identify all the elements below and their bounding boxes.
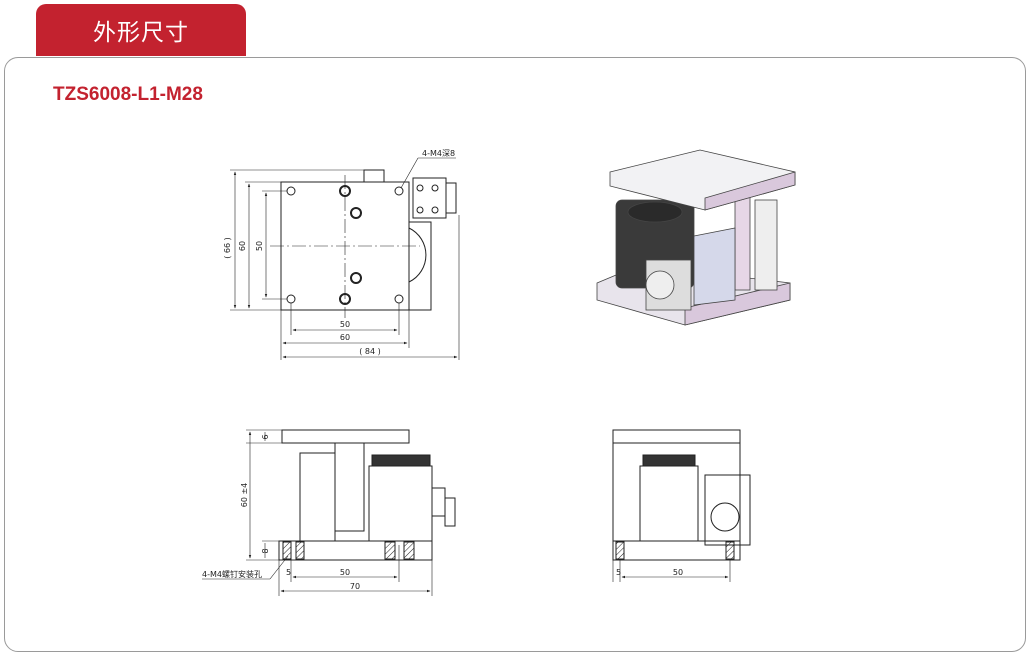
top-callout: 4-M4深8	[422, 149, 455, 158]
side-callout: 4-M4螺钉安装孔	[202, 569, 262, 579]
model-number: TZS6008-L1-M28	[53, 84, 203, 105]
dim-66: ( 66 )	[223, 237, 232, 259]
dim-5: 5	[286, 568, 291, 577]
dim-50-vertical: 50	[255, 241, 264, 251]
side-view-drawing	[202, 429, 456, 596]
dim-6: 6	[261, 434, 270, 439]
front-view-drawing	[612, 429, 751, 582]
section-tab-dimensions[interactable]: 外形尺寸	[36, 4, 246, 56]
dim-60-height: 60 ±4	[240, 483, 249, 508]
dim-70: 70	[350, 582, 360, 591]
dim-84: ( 84 )	[359, 347, 381, 356]
dim-50-side: 50	[340, 568, 350, 577]
tab-title: 外形尺寸	[93, 20, 189, 46]
mounting-holes	[286, 184, 439, 305]
dim-8: 8	[261, 548, 270, 553]
front-dim-5: 5	[616, 568, 621, 577]
isometric-render	[596, 149, 796, 326]
front-dim-50: 50	[673, 568, 683, 577]
dim-60-horizontal: 60	[340, 333, 350, 342]
content-panel	[4, 57, 1026, 652]
dim-60-vertical: 60	[238, 241, 247, 251]
top-view-drawing	[230, 157, 460, 360]
dim-50-horizontal: 50	[340, 320, 350, 329]
